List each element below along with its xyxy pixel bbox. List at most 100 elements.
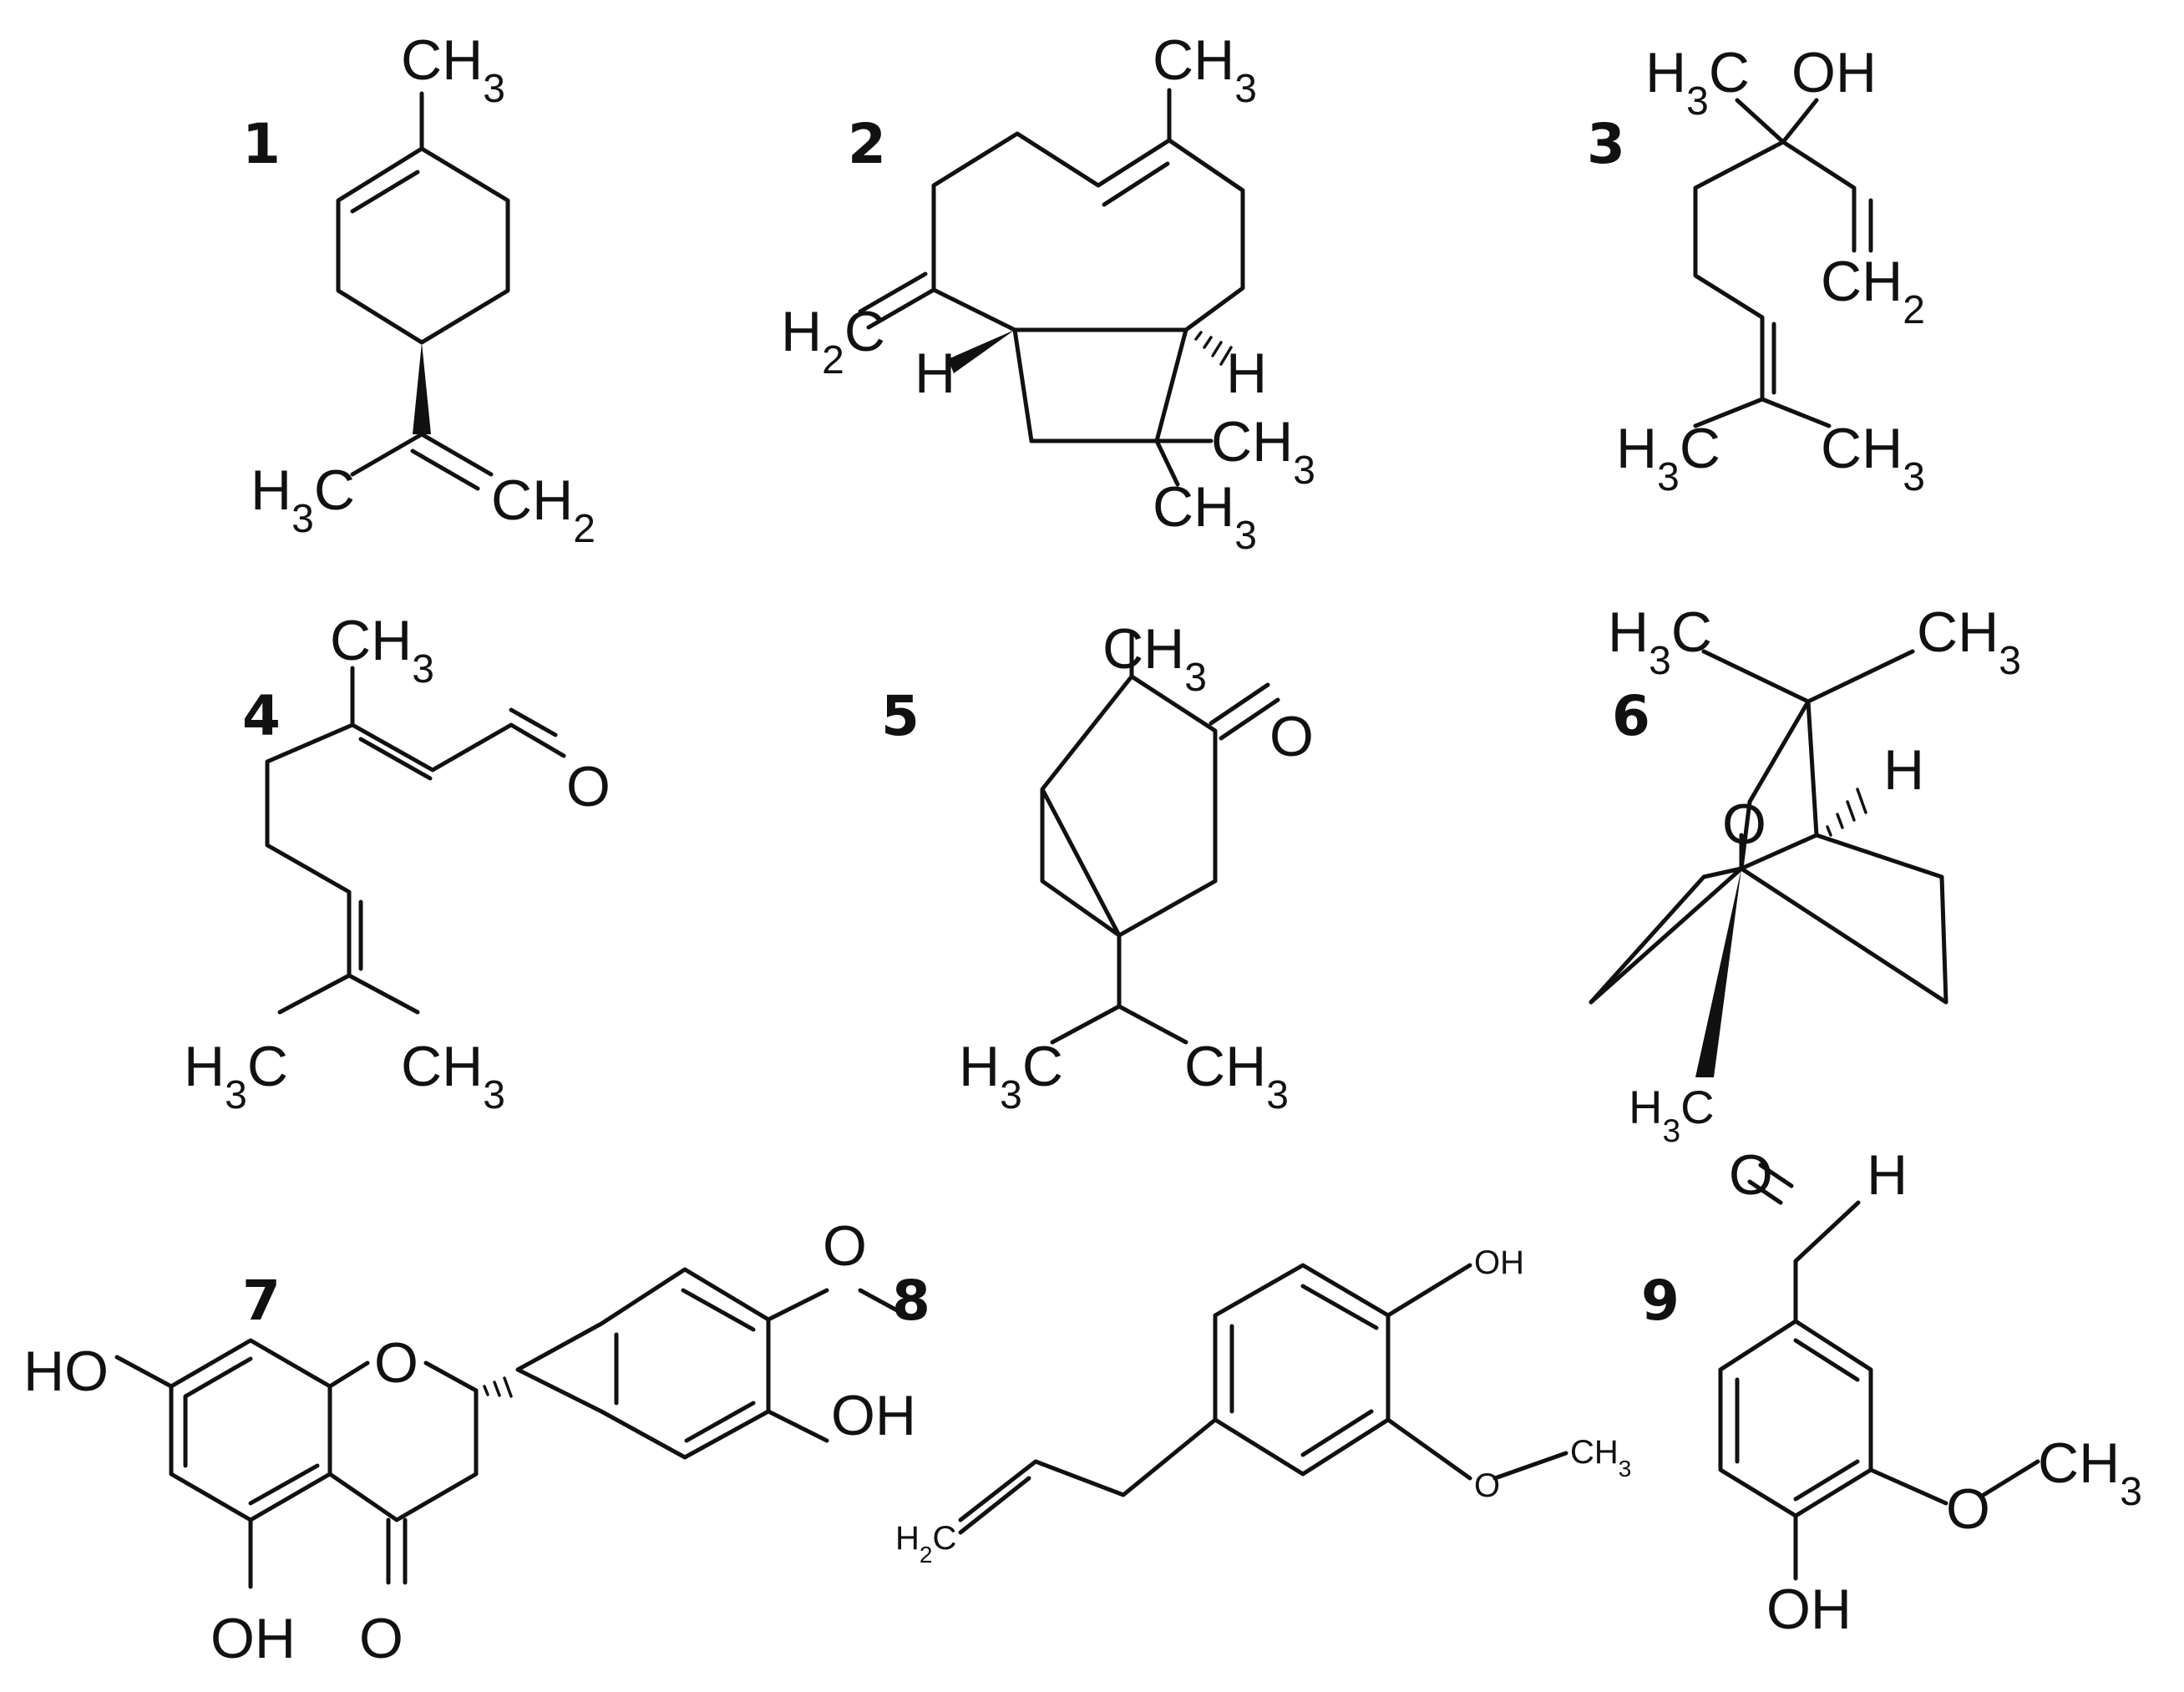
label-top-right: OH <box>1791 41 1877 104</box>
compound-number: 4 <box>242 684 281 748</box>
label-bottom-right: CH3 <box>401 1035 505 1117</box>
stereo-hash <box>1826 788 1867 837</box>
macrocycle-bonds <box>931 131 1245 332</box>
ring-double-bond <box>1102 161 1170 207</box>
compound-number: 6 <box>1612 684 1650 748</box>
compound-number: 1 <box>242 112 281 176</box>
label-vinyl: H2C <box>895 1520 956 1568</box>
compound-3: 3 H3C OH CH2 H3C CH3 <box>1587 41 1925 499</box>
isopropenyl-bonds <box>350 432 494 491</box>
compound-2: 2 CH3 H2C H H CH3 CH3 <box>781 28 1315 558</box>
carbonyl-double-bond <box>386 1517 408 1585</box>
label-right-2: CH3 <box>1153 475 1257 558</box>
ring-bonds <box>1718 1319 1873 1518</box>
compound-9: 9 O H O CH3 OH <box>1641 1143 2142 1641</box>
label-bottom: H3C <box>1629 1081 1715 1149</box>
label-oxygen: O <box>1722 793 1766 856</box>
exo-methylene <box>858 271 936 330</box>
conjugated-bonds <box>350 722 566 773</box>
ring-double-bonds <box>1229 1284 1379 1457</box>
label-top-right: CH3 <box>1917 600 2021 683</box>
stereo-wedge <box>1695 869 1741 1077</box>
label-h-left: H <box>915 342 955 405</box>
compound-1: 1 CH3 H3C CH2 <box>242 28 595 551</box>
oxygen-bridge <box>1739 799 1752 871</box>
chain-bonds <box>265 666 420 1015</box>
ring-bonds <box>336 146 510 345</box>
label-oh-bottom: OH <box>210 1607 296 1670</box>
compound-6: 6 H3C CH3 H O H3C <box>1589 600 2021 1149</box>
compound-number: 5 <box>881 684 920 748</box>
label-h: H <box>1867 1143 1908 1207</box>
label-top: CH3 <box>1153 28 1257 111</box>
label-methoxy-o: O <box>1474 1467 1500 1504</box>
compound-7: 7 HO O O OH OH O <box>23 1214 916 1670</box>
ring-double-bond <box>350 170 420 214</box>
compound-5: 5 CH3 O H3C CH3 <box>881 617 1314 1117</box>
label-top: CH3 <box>330 609 434 691</box>
a-ring-double-bonds <box>183 1356 320 1506</box>
label-bottom-left: H3C <box>1616 417 1720 499</box>
label-bottom-left: H3C <box>184 1035 288 1117</box>
label-right-1: CH3 <box>1211 410 1315 493</box>
label-bottom-left: H3C <box>959 1035 1063 1117</box>
conjugated-double-bond <box>358 737 433 781</box>
label-oh-right: OH <box>831 1384 916 1447</box>
label-left: H2C <box>781 300 885 382</box>
label-carbonyl: O <box>1729 1143 1773 1207</box>
gem-dimethyl-bonds <box>1154 438 1214 487</box>
compound-number: 7 <box>242 1269 281 1333</box>
vinyl-bonds <box>1781 139 1873 253</box>
label-oh: OH <box>1766 1578 1852 1641</box>
carbonyl-double-bond <box>1209 682 1280 741</box>
compound-number: 2 <box>848 112 886 176</box>
substituent-bonds <box>1793 1459 2040 1581</box>
stereo-hash <box>483 1376 513 1398</box>
b-ring-substituents <box>766 1288 909 1443</box>
ring-double-bonds <box>1735 1338 1860 1502</box>
compound-number: 3 <box>1587 112 1625 176</box>
b-ring-double-bonds <box>614 1288 756 1443</box>
isopropyl-bonds <box>1050 933 1188 1045</box>
compound-number: 8 <box>892 1269 930 1333</box>
label-oh-left: HO <box>23 1340 109 1403</box>
ring-bonds <box>1213 1263 1391 1477</box>
label-bottom-left: H3C <box>251 458 355 541</box>
b-ring-bonds <box>515 1267 771 1460</box>
aldehyde-bonds <box>1747 1163 1861 1324</box>
substituent-bonds <box>1386 1263 1568 1481</box>
label-bottom-right: CH3 <box>1821 417 1925 499</box>
label-methoxy-o: O <box>823 1214 867 1278</box>
stereo-wedge <box>413 342 431 434</box>
label-methyl: CH3 <box>1570 1434 1631 1482</box>
label-ring-o: O <box>374 1331 418 1395</box>
cage-bonds <box>1589 649 1948 1005</box>
label-bottom-right: CH2 <box>491 469 595 551</box>
compound-8: 8 OH O CH3 H2C <box>892 1244 1631 1568</box>
stereo-hash <box>1194 331 1233 366</box>
label-carbonyl: O <box>566 755 611 818</box>
bicyclic-bonds <box>1040 674 1218 938</box>
oh-bonds <box>114 1355 253 1589</box>
a-ring-bonds <box>169 1338 332 1522</box>
label-top-left: H3C <box>1608 600 1712 683</box>
chain-bonds <box>1693 98 1832 428</box>
label-methoxy-o: O <box>1946 1477 1990 1541</box>
label-carbonyl: O <box>1269 705 1314 768</box>
allyl-bonds <box>958 1417 1218 1535</box>
label-vinyl: CH2 <box>1821 250 1925 332</box>
label-top: CH3 <box>1102 617 1207 700</box>
label-top: CH3 <box>401 28 505 111</box>
label-carbonyl: O <box>359 1607 403 1670</box>
compound-4: 4 CH3 O H3C CH3 <box>184 609 611 1117</box>
compound-number: 9 <box>1641 1269 1680 1333</box>
carbonyl-double-bond <box>509 707 558 737</box>
stereo-wedge <box>948 330 1015 373</box>
label-h: H <box>1883 738 1924 802</box>
c-ring-bonds <box>327 1360 479 1522</box>
label-h-right: H <box>1226 342 1267 405</box>
cyclobutane-bonds <box>1012 327 1188 443</box>
label-bottom-right: CH3 <box>1184 1035 1289 1117</box>
label-methyl: CH3 <box>2038 1431 2142 1514</box>
